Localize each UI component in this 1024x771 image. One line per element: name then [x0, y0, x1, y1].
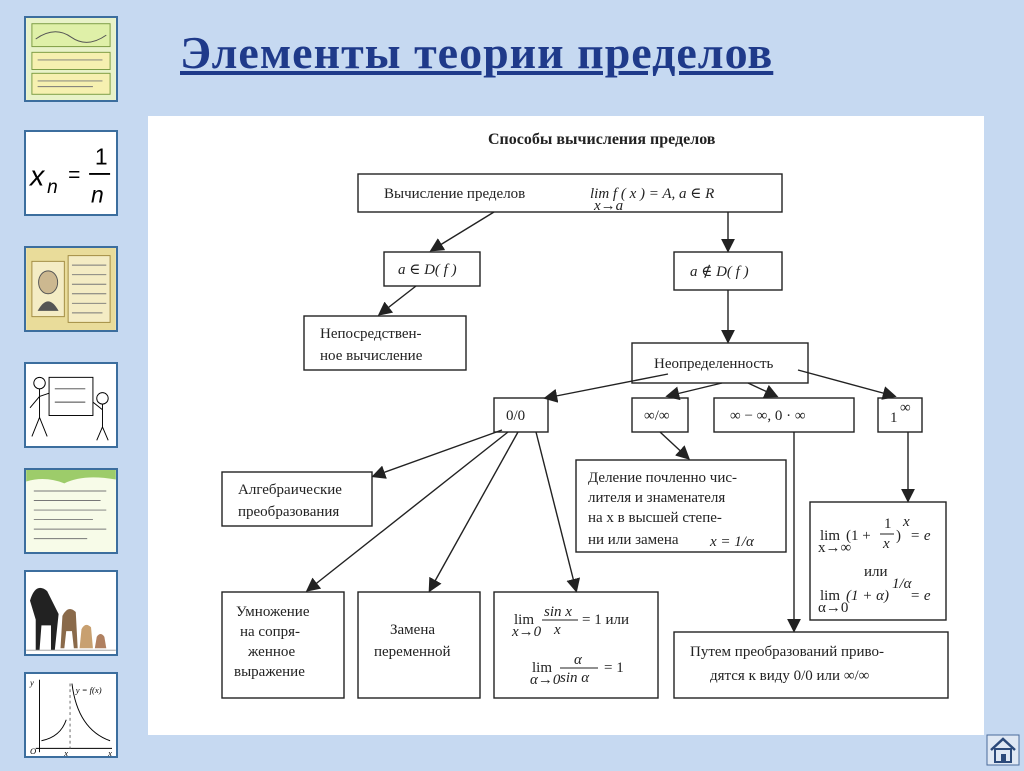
type-inf-inf-text: ∞/∞ [644, 408, 670, 424]
division-formula: x = 1/α [709, 534, 755, 550]
algebraic-line-2: преобразования [238, 504, 339, 520]
multiplication-line-1: Умножение [236, 604, 310, 620]
not-in-domain-text: a ∉ D( f ) [690, 264, 749, 280]
limits-flowchart: Способы вычисления пределов Вычисление п… [221, 131, 949, 699]
division-line-3: на x в высшей степе- [588, 510, 722, 526]
formula-n: n [47, 177, 58, 198]
division-line-2: лителя и знаменателя [588, 490, 725, 506]
e-lim1-tail: = e [910, 528, 931, 544]
root-box [357, 173, 783, 213]
in-domain-box [383, 251, 481, 287]
sin1-tail: = 1 или [582, 612, 629, 628]
algebraic-box [221, 471, 373, 527]
sin-limits-box [493, 591, 659, 699]
direct-box [303, 315, 467, 371]
sin1-sub: x→0 [511, 624, 542, 640]
svg-text:=: = [68, 164, 80, 187]
e-lim2-sub: α→0 [818, 600, 848, 616]
slide-thumbnail-2[interactable]: x n = 1 n [24, 130, 118, 216]
thumbnail-graphic [26, 18, 116, 100]
slide-thumbnail-4[interactable] [24, 362, 118, 448]
multiplication-line-2: на сопря- [240, 624, 300, 640]
multiplication-line-3: женное [247, 644, 296, 660]
e-lim1: lim [820, 528, 840, 544]
diagram-heading: Способы вычисления пределов [488, 131, 716, 148]
text-thumbnail-graphic [26, 470, 116, 552]
direct-line-2: ное вычисление [320, 348, 423, 364]
type-inf-inf-box [631, 397, 689, 433]
sin2-num: α [574, 652, 583, 668]
home-button[interactable] [986, 734, 1020, 766]
multiplication-box [221, 591, 345, 699]
e-lim1-close: ) [896, 528, 901, 544]
function-label: y = f(x) [75, 685, 102, 695]
division-box [575, 459, 787, 553]
transform-box [673, 631, 949, 699]
transform-line-2: дятся к виду 0/0 или ∞/∞ [710, 668, 869, 684]
root-text: Вычисление пределов [384, 186, 525, 202]
dogs-thumbnail-graphic [26, 572, 116, 654]
formula-num: 1 [95, 143, 108, 169]
sin2-den: sin α [560, 670, 590, 686]
origin-label: O [30, 746, 36, 756]
sin2-sub: α→0 [530, 672, 561, 688]
e-lim1-sub: x→∞ [818, 540, 851, 556]
slide-thumbnail-1[interactable] [24, 16, 118, 102]
transform-line-1: Путем преобразований приво- [690, 644, 884, 660]
e-or: или [864, 564, 888, 580]
portrait-thumbnail-graphic [26, 248, 116, 330]
root-formula: lim f ( x ) = A, a ∈ R [590, 186, 714, 202]
e-lim1-open: (1 + [846, 528, 871, 544]
type-inf-minus-inf-text: ∞ − ∞, 0 · ∞ [730, 408, 806, 424]
type-00-box [493, 397, 549, 433]
axis-x-label: x [107, 748, 112, 756]
uncertainty-box [631, 342, 809, 384]
division-line-4: ни или замена [588, 532, 679, 548]
formula-x: x [28, 160, 46, 192]
in-domain-text: a ∈ D( f ) [398, 262, 457, 278]
division-line-1: Деление почленно чис- [588, 470, 737, 486]
page-title: Элементы теории пределов [180, 27, 774, 78]
x0-label: x [63, 748, 68, 756]
e-lim2-tail: = e [910, 588, 931, 604]
type-one-text: 1 [890, 410, 898, 426]
e-lim1-den: x [882, 536, 890, 552]
algebraic-line-1: Алгебраические [238, 482, 342, 498]
uncertainty-text: Неопределенность [654, 356, 774, 372]
substitution-box [357, 591, 481, 699]
home-icon [986, 734, 1020, 766]
root-formula-sub: x→a [593, 198, 623, 214]
thumbnail-graphic: x n = 1 n [26, 132, 116, 214]
e-lim2-sup: 1/α [892, 576, 913, 592]
e-limits-box [809, 501, 947, 621]
axis-y-label: y [29, 677, 34, 687]
cartoon-thumbnail-graphic [26, 364, 116, 446]
substitution-line-2: переменной [374, 644, 451, 660]
type-one-sup: ∞ [900, 400, 911, 416]
type-one-inf-box [877, 397, 923, 433]
slide-thumbnail-5[interactable] [24, 468, 118, 554]
sin2-tail: = 1 [604, 660, 624, 676]
slide-thumbnail-6[interactable] [24, 570, 118, 656]
type-inf-minus-inf-box [713, 397, 855, 433]
slide-thumbnail-7[interactable]: y y = f(x) O x x [24, 672, 118, 758]
e-lim1-num: 1 [884, 516, 892, 532]
direct-line-1: Непосредствен- [320, 326, 422, 342]
graph-thumbnail-graphic: y y = f(x) O x x [26, 674, 116, 756]
e-lim1-sup: x [902, 514, 910, 530]
sin2-lim: lim [532, 660, 552, 676]
multiplication-line-4: выражение [234, 664, 305, 680]
substitution-line-1: Замена [390, 622, 435, 638]
sin1-den: x [553, 622, 561, 638]
slide-thumbnail-3[interactable] [24, 246, 118, 332]
sin1-lim: lim [514, 612, 534, 628]
flow-arrows [305, 211, 915, 633]
e-lim2-body: (1 + α) [846, 588, 889, 604]
sin1-num: sin x [544, 604, 572, 620]
diagram-panel: Способы вычисления пределов Вычисление п… [148, 116, 984, 735]
e-lim2: lim [820, 588, 840, 604]
not-in-domain-box [673, 251, 783, 291]
type-00-text: 0/0 [506, 408, 525, 424]
formula-den: n [91, 182, 104, 208]
